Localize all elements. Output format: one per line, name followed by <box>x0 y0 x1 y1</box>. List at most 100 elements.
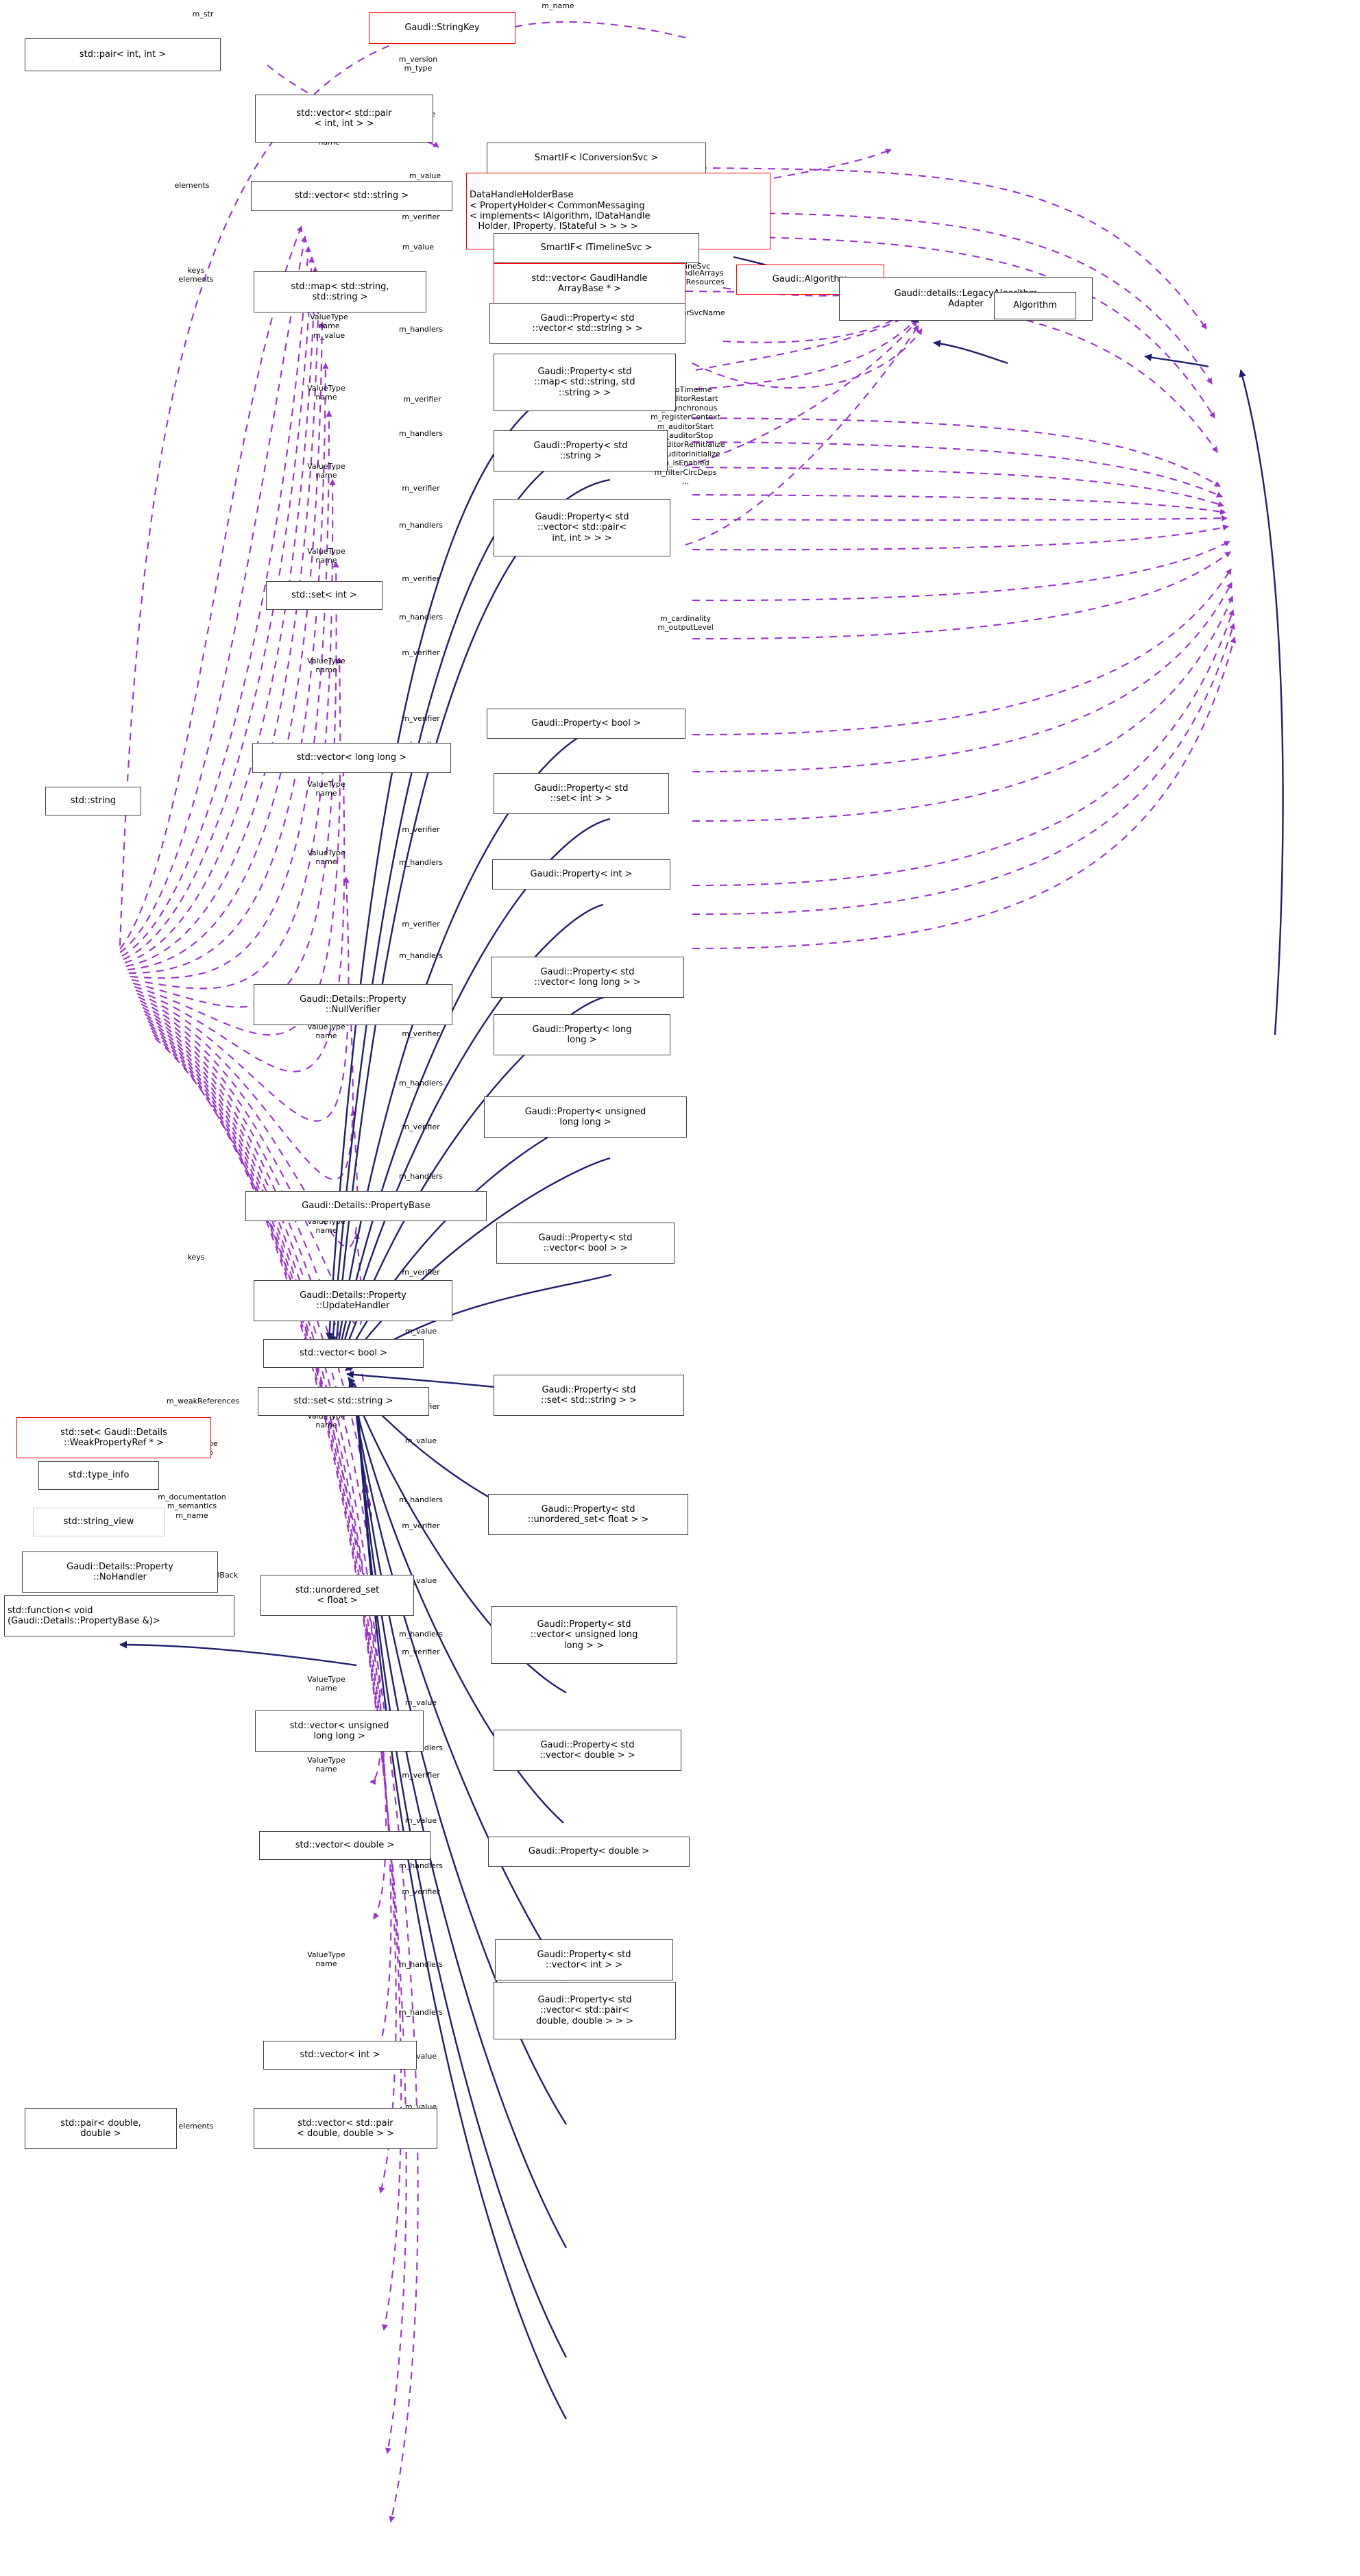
edge-label: m_documentation m_semantics m_name <box>158 1493 226 1520</box>
edge-label: m_verifier <box>402 825 440 834</box>
edge-label: m_verifier <box>402 1647 440 1656</box>
edge-label: m_handlers <box>399 521 443 530</box>
graph-node-stringview[interactable]: std::string_view <box>33 1508 165 1536</box>
edge-label: m_value <box>404 1698 437 1707</box>
edge-label: m_verifier <box>402 1521 440 1530</box>
graph-node-nohandler[interactable]: Gaudi::Details::Property ::NoHandler <box>22 1551 218 1593</box>
edge-label: m_verifier <box>402 1887 440 1896</box>
graph-node-vec-string[interactable]: std::vector< std::string > <box>251 181 452 211</box>
graph-node-prop-vecull[interactable]: Gaudi::Property< std ::vector< unsigned … <box>491 1606 677 1664</box>
graph-node-vec-int[interactable]: std::vector< int > <box>263 2041 417 2070</box>
edge-label: m_cardinality m_outputLevel <box>657 614 714 633</box>
edge-label: m_handlers <box>399 613 443 622</box>
edge-label: m_handlers <box>399 429 443 438</box>
graph-node-prop-setstring[interactable]: Gaudi::Property< std ::set< std::string … <box>494 1375 684 1416</box>
graph-node-prop-veclonglong[interactable]: Gaudi::Property< std ::vector< long long… <box>491 957 684 998</box>
graph-node-prop-map-ss[interactable]: Gaudi::Property< std ::map< std::string,… <box>494 354 676 411</box>
graph-node-smartif-iconv[interactable]: SmartIF< IConversionSvc > <box>487 143 706 174</box>
graph-node-prop-vecdouble[interactable]: Gaudi::Property< std ::vector< double > … <box>494 1730 681 1771</box>
graph-node-prop-double[interactable]: Gaudi::Property< double > <box>488 1837 690 1867</box>
graph-node-prop-vecbool[interactable]: Gaudi::Property< std ::vector< bool > > <box>496 1223 675 1264</box>
graph-node-propertybase[interactable]: Gaudi::Details::PropertyBase <box>245 1191 487 1221</box>
edge-label: m_handlers <box>399 1861 443 1870</box>
edge-label: m_handlers <box>399 325 443 334</box>
edge-label: m_handlers <box>399 1172 443 1181</box>
graph-node-prop-bool[interactable]: Gaudi::Property< bool > <box>487 709 685 739</box>
graph-node-uset-float[interactable]: std::unordered_set < float > <box>260 1575 414 1616</box>
edge-label: m_value <box>404 1327 437 1336</box>
edge-label: ValueType name <box>307 1022 345 1041</box>
edge-label: m_handlers <box>399 1079 443 1088</box>
edge-label: m_verifier <box>402 1268 440 1277</box>
edge-label: m_verifier <box>402 1771 440 1780</box>
edge-label: m_handlers <box>399 1495 443 1504</box>
graph-node-nullverifier[interactable]: Gaudi::Details::Property ::NullVerifier <box>254 984 452 1025</box>
edge-label: m_verifier <box>402 1123 440 1131</box>
edge-label: m_verifier <box>402 920 440 929</box>
graph-node-pair-int[interactable]: std::pair< int, int > <box>25 38 221 71</box>
edge-label: ValueType name <box>307 462 345 480</box>
graph-node-stringkey[interactable]: Gaudi::StringKey <box>369 12 515 44</box>
edge-label: ValueType name <box>307 1675 345 1693</box>
graph-node-std-string[interactable]: std::string <box>45 787 141 815</box>
edge-label: m_verifier <box>402 714 440 723</box>
edge-label: m_value <box>402 243 435 252</box>
edge-label: ValueType name <box>307 384 345 402</box>
graph-node-vec-pair-dd[interactable]: std::vector< std::pair < double, double … <box>254 2108 437 2149</box>
graph-node-prop-int[interactable]: Gaudi::Property< int > <box>492 859 670 890</box>
graph-node-typeinfo[interactable]: std::type_info <box>38 1461 159 1490</box>
graph-node-smartif-itl[interactable]: SmartIF< ITimelineSvc > <box>494 233 699 263</box>
graph-node-prop-usetfloat[interactable]: Gaudi::Property< std ::unordered_set< fl… <box>488 1494 688 1535</box>
edge-label: ValueType name <box>307 780 345 798</box>
graph-node-prop-ulonglong[interactable]: Gaudi::Property< unsigned long long > <box>484 1096 687 1138</box>
graph-node-vec-ull[interactable]: std::vector< unsigned long long > <box>255 1710 424 1752</box>
edge-label: ValueType name m_value <box>310 312 348 340</box>
graph-node-prop-vecstring[interactable]: Gaudi::Property< std ::vector< std::stri… <box>489 303 685 344</box>
edge-label: m_weakReferences <box>166 1397 240 1406</box>
graph-node-set-int[interactable]: std::set< int > <box>266 581 382 610</box>
graph-node-prop-setint[interactable]: Gaudi::Property< std ::set< int > > <box>494 773 669 814</box>
edge-label: m_verifier <box>403 395 441 404</box>
edge-label: m_name <box>542 1 574 10</box>
graph-node-pair-dd[interactable]: std::pair< double, double > <box>25 2108 177 2149</box>
edge-label: ValueType name <box>307 848 345 867</box>
edge-label: m_handlers <box>399 951 443 960</box>
edge-label: ValueType name <box>307 1950 345 1969</box>
graph-node-vec-bool[interactable]: std::vector< bool > <box>263 1339 424 1368</box>
graph-node-prop-vecpairdd[interactable]: Gaudi::Property< std ::vector< std::pair… <box>494 1982 676 2039</box>
edge-label: m_handlers <box>399 2008 443 2017</box>
edge-label: m_value <box>409 171 441 180</box>
graph-node-prop-vecint[interactable]: Gaudi::Property< std ::vector< int > > <box>495 1939 673 1980</box>
edge-label: m_handlers <box>399 1960 443 1969</box>
graph-node-map-ss[interactable]: std::map< std::string, std::string > <box>254 271 426 312</box>
graph-node-vec-longlong[interactable]: std::vector< long long > <box>252 743 451 773</box>
edge-label: elements <box>174 181 210 190</box>
graph-node-prop-vecpairint[interactable]: Gaudi::Property< std ::vector< std::pair… <box>494 499 670 556</box>
edge-label: m_verifier <box>402 648 440 657</box>
edge-label: keys elements <box>178 266 214 284</box>
edge-label: m_verifier <box>402 574 440 583</box>
edge-label: m_verifier <box>402 1029 440 1038</box>
graph-node-prop-longlong[interactable]: Gaudi::Property< long long > <box>494 1014 670 1055</box>
edge-label: m_handlers <box>399 1630 443 1639</box>
edge-label: ValueType name <box>307 657 345 675</box>
edge-label: m_version m_type <box>398 55 438 73</box>
graph-node-func-void[interactable]: std::function< void (Gaudi::Details::Pro… <box>4 1595 234 1636</box>
edge-label: ValueType name <box>307 547 345 565</box>
edge-label: m_verifier <box>402 212 440 221</box>
graph-node-vec-gaudihandle[interactable]: std::vector< GaudiHandle ArrayBase * > <box>494 263 685 304</box>
graph-node-prop-string[interactable]: Gaudi::Property< std ::string > <box>494 430 668 471</box>
graph-node-weakpropref[interactable]: std::set< Gaudi::Details ::WeakPropertyR… <box>16 1417 211 1458</box>
edge-label: elements <box>178 2122 214 2131</box>
edge-label: m_value <box>404 1436 437 1445</box>
graph-node-updatehandler[interactable]: Gaudi::Details::Property ::UpdateHandler <box>254 1280 452 1321</box>
edge-label: m_value <box>404 1816 437 1825</box>
graph-node-set-string[interactable]: std::set< std::string > <box>258 1387 429 1416</box>
edge-label: m_handlers <box>399 858 443 867</box>
graph-node-vec-pair-int[interactable]: std::vector< std::pair < int, int > > <box>255 95 433 143</box>
graph-node-algorithm[interactable]: Algorithm <box>994 292 1076 319</box>
graph-node-vec-double[interactable]: std::vector< double > <box>259 1831 430 1860</box>
edge-label: keys <box>187 1253 205 1262</box>
edge-label: ValueType name <box>307 1756 345 1774</box>
